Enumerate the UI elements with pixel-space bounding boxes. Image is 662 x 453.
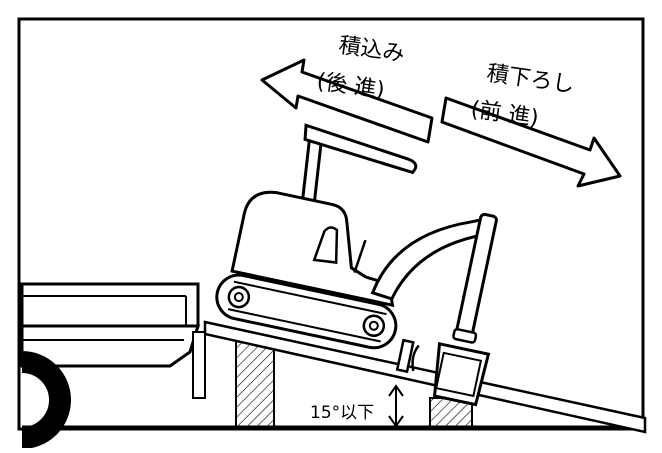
diagram-frame — [17, 17, 645, 431]
dozer-blade — [395, 338, 415, 374]
angle-indicator — [388, 384, 404, 428]
crawler-track — [215, 273, 398, 350]
operator-seat — [312, 226, 339, 264]
loading-label: 積込み — [337, 33, 406, 67]
excavator — [215, 123, 498, 407]
unloading-label: 積下ろし — [485, 61, 576, 98]
ramp-support-blocks — [235, 337, 473, 429]
loading-direction-arrow — [260, 58, 434, 144]
unloading-direction-arrow — [440, 96, 622, 188]
angle-label: 15°以下 — [310, 403, 374, 423]
canopy-roof — [303, 123, 418, 175]
truck-wheel — [21, 351, 71, 449]
ramp — [203, 320, 647, 434]
excavator-body — [230, 190, 395, 308]
